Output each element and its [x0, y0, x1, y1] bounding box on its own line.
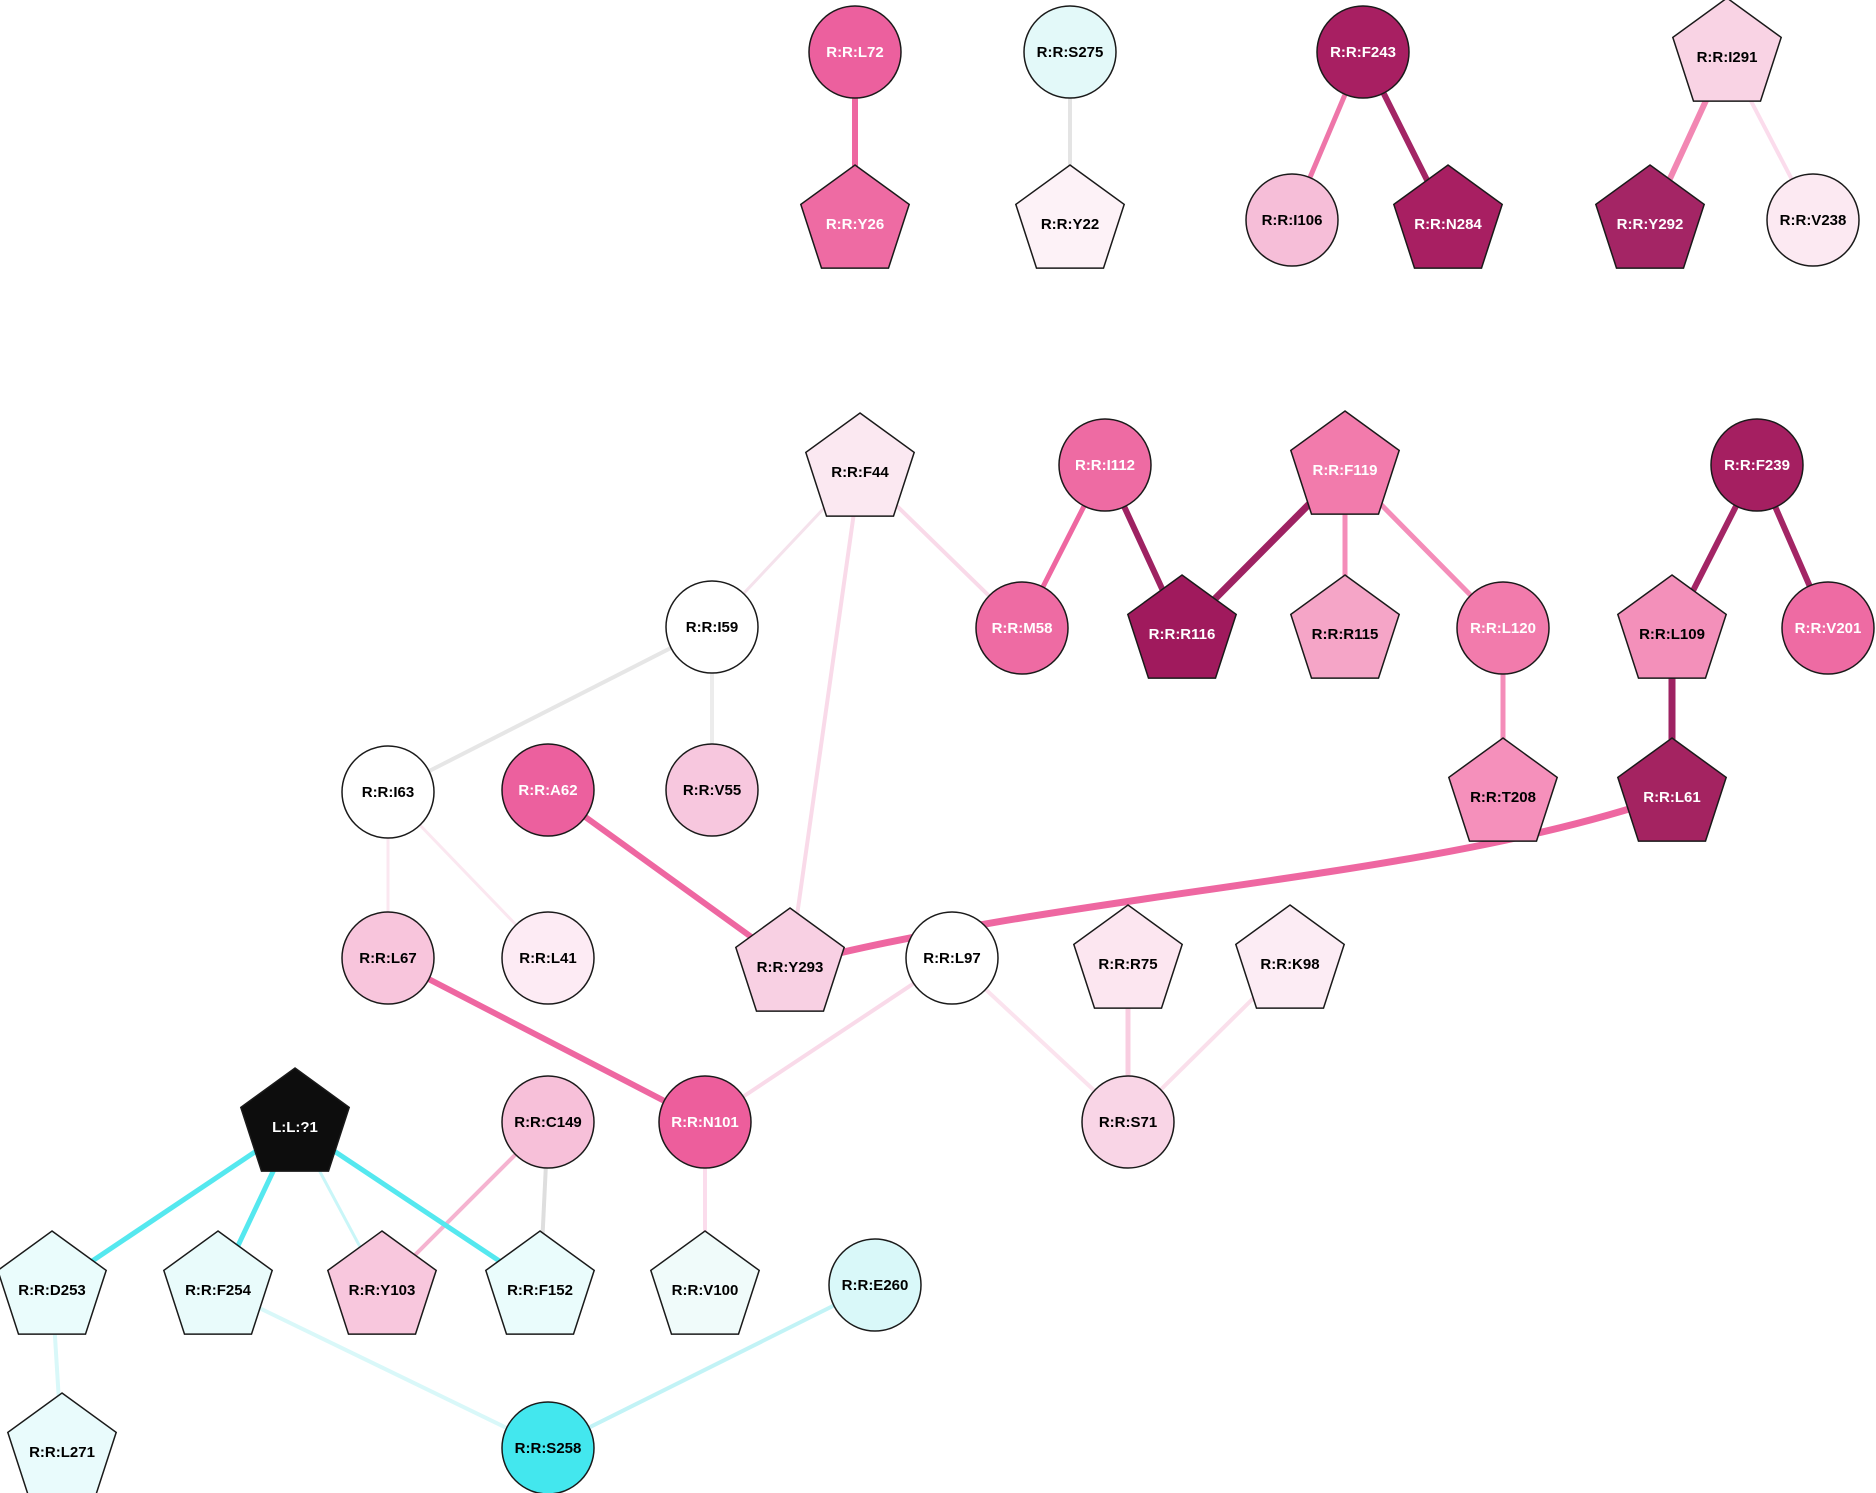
pentagon-shape-r-r-n284 [1392, 164, 1504, 269]
node-r-r-y103[interactable]: R:R:Y103 [326, 1230, 438, 1335]
circle-shape-r-r-a62 [501, 743, 595, 837]
circle-shape-r-r-i63 [341, 745, 435, 839]
node-r-r-v100[interactable]: R:R:V100 [649, 1230, 761, 1335]
pentagon-shape-r-r-i291 [1671, 0, 1783, 102]
node-r-r-v55[interactable]: R:R:V55 [665, 743, 759, 837]
node-r-r-f239[interactable]: R:R:F239 [1710, 418, 1804, 512]
pentagon-shape-r-r-k98 [1234, 904, 1346, 1009]
circle-shape-r-r-n101 [658, 1075, 752, 1169]
node-r-r-s71[interactable]: R:R:S71 [1081, 1075, 1175, 1169]
node-r-r-v201[interactable]: R:R:V201 [1781, 581, 1875, 675]
circle-shape-r-r-i59 [665, 580, 759, 674]
pentagon-shape-r-r-r115 [1289, 574, 1401, 679]
node-r-r-a62[interactable]: R:R:A62 [501, 743, 595, 837]
node-r-r-s258[interactable]: R:R:S258 [501, 1401, 595, 1493]
pentagon-shape-r-r-l271 [6, 1392, 118, 1493]
node-r-r-n284[interactable]: R:R:N284 [1392, 164, 1504, 269]
pentagon-shape-r-r-r116 [1126, 574, 1238, 679]
circle-shape-r-r-v201 [1781, 581, 1875, 675]
pentagon-shape-r-r-y103 [326, 1230, 438, 1335]
node-r-r-v238[interactable]: R:R:V238 [1766, 173, 1860, 267]
pentagon-shape-r-r-y293 [734, 907, 846, 1012]
edge-r-r-l97--r-r-n101 [703, 956, 954, 1124]
circle-shape-r-r-l120 [1456, 581, 1550, 675]
circle-shape-r-r-l97 [905, 911, 999, 1005]
node-r-r-m58[interactable]: R:R:M58 [975, 581, 1069, 675]
circle-shape-r-r-m58 [975, 581, 1069, 675]
circle-shape-r-r-v55 [665, 743, 759, 837]
pentagon-shape-r-r-f152 [484, 1230, 596, 1335]
pentagon-shape-r-r-f44 [804, 412, 916, 517]
edges-layer [49, 49, 1831, 1452]
node-r-r-y26[interactable]: R:R:Y26 [799, 164, 911, 269]
node-r-r-s275[interactable]: R:R:S275 [1023, 5, 1117, 99]
circle-shape-r-r-i106 [1245, 173, 1339, 267]
node-r-r-i63[interactable]: R:R:I63 [341, 745, 435, 839]
circle-shape-r-r-s275 [1023, 5, 1117, 99]
pentagon-shape-r-r-y26 [799, 164, 911, 269]
pentagon-shape-r-r-r75 [1072, 904, 1184, 1009]
node-r-r-f119[interactable]: R:R:F119 [1289, 410, 1401, 515]
circle-shape-r-r-f239 [1710, 418, 1804, 512]
node-r-r-f243[interactable]: R:R:F243 [1316, 5, 1410, 99]
circle-shape-r-r-l41 [501, 911, 595, 1005]
node-r-r-i59[interactable]: R:R:I59 [665, 580, 759, 674]
pentagon-shape-r-r-v100 [649, 1230, 761, 1335]
pentagon-shape-r-r-l61 [1616, 737, 1728, 842]
pentagon-shape-r-r-t208 [1447, 737, 1559, 842]
node-r-r-k98[interactable]: R:R:K98 [1234, 904, 1346, 1009]
node-r-r-y293[interactable]: R:R:Y293 [734, 907, 846, 1012]
node-r-r-f152[interactable]: R:R:F152 [484, 1230, 596, 1335]
node-r-r-f44[interactable]: R:R:F44 [804, 412, 916, 517]
circle-shape-r-r-s71 [1081, 1075, 1175, 1169]
node-r-r-r75[interactable]: R:R:R75 [1072, 904, 1184, 1009]
node-r-r-f254[interactable]: R:R:F254 [162, 1230, 274, 1335]
node-r-r-i112[interactable]: R:R:I112 [1058, 418, 1152, 512]
edge-r-r-f44--r-r-y293 [788, 468, 862, 967]
pentagon-shape-r-r-f254 [162, 1230, 274, 1335]
node-l-l-q1[interactable]: L:L:?1 [239, 1067, 351, 1172]
pentagon-shape-r-r-l109 [1616, 574, 1728, 679]
circle-shape-r-r-c149 [501, 1075, 595, 1169]
node-r-r-i106[interactable]: R:R:I106 [1245, 173, 1339, 267]
node-r-r-c149[interactable]: R:R:C149 [501, 1075, 595, 1169]
circle-shape-r-r-l72 [808, 5, 902, 99]
node-r-r-l97[interactable]: R:R:L97 [905, 911, 999, 1005]
node-r-r-n101[interactable]: R:R:N101 [658, 1075, 752, 1169]
pentagon-shape-r-r-f119 [1289, 410, 1401, 515]
edge-r-r-l67--r-r-n101 [385, 955, 708, 1125]
node-r-r-l41[interactable]: R:R:L41 [501, 911, 595, 1005]
circle-shape-r-r-v238 [1766, 173, 1860, 267]
circle-shape-r-r-i112 [1058, 418, 1152, 512]
node-r-r-l109[interactable]: R:R:L109 [1616, 574, 1728, 679]
node-r-r-y292[interactable]: R:R:Y292 [1594, 164, 1706, 269]
edge-r-r-f254--r-r-s258 [216, 1286, 550, 1450]
pentagon-shape-l-l-q1 [239, 1067, 351, 1172]
node-r-r-l120[interactable]: R:R:L120 [1456, 581, 1550, 675]
node-r-r-r115[interactable]: R:R:R115 [1289, 574, 1401, 679]
node-r-r-d253[interactable]: R:R:D253 [0, 1230, 108, 1335]
node-r-r-l67[interactable]: R:R:L67 [341, 911, 435, 1005]
node-r-r-i291[interactable]: R:R:I291 [1671, 0, 1783, 102]
node-r-r-l72[interactable]: R:R:L72 [808, 5, 902, 99]
circle-shape-r-r-f243 [1316, 5, 1410, 99]
edge-r-r-a62--r-r-y293 [545, 787, 793, 968]
node-r-r-t208[interactable]: R:R:T208 [1447, 737, 1559, 842]
pentagon-shape-r-r-y22 [1014, 164, 1126, 269]
node-r-r-l271[interactable]: R:R:L271 [6, 1392, 118, 1493]
node-r-r-l61[interactable]: R:R:L61 [1616, 737, 1728, 842]
node-r-r-y22[interactable]: R:R:Y22 [1014, 164, 1126, 269]
edge-r-r-i59--r-r-i63 [386, 625, 714, 794]
circle-shape-r-r-s258 [501, 1401, 595, 1493]
pentagon-shape-r-r-d253 [0, 1230, 108, 1335]
edge-r-r-e260--r-r-s258 [546, 1283, 877, 1450]
node-r-r-e260[interactable]: R:R:E260 [828, 1238, 922, 1332]
pentagon-shape-r-r-y292 [1594, 164, 1706, 269]
circle-shape-r-r-l67 [341, 911, 435, 1005]
circle-shape-r-r-e260 [828, 1238, 922, 1332]
